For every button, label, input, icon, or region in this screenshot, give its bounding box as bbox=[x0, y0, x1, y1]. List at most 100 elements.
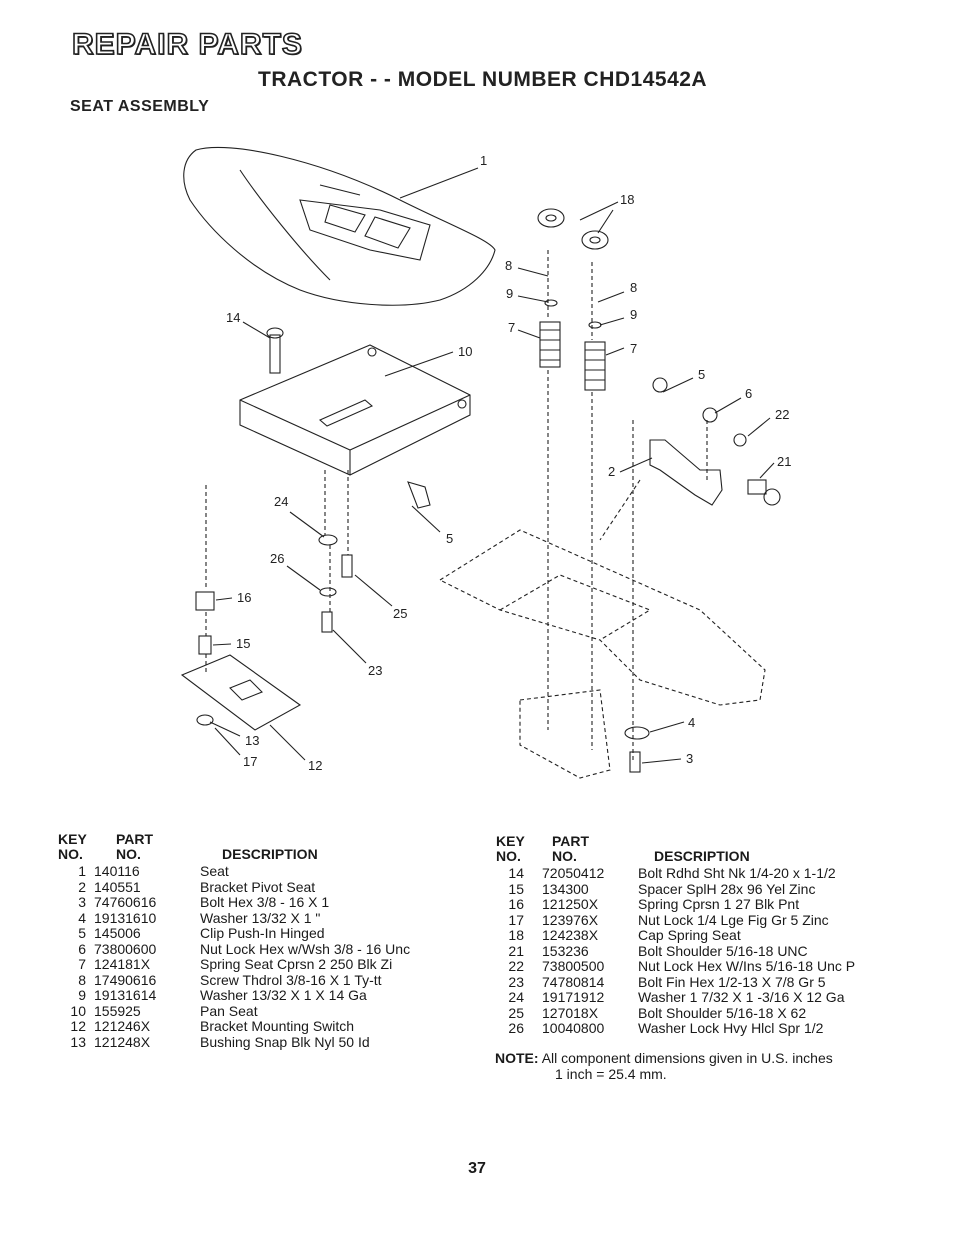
key-number: 26 bbox=[508, 1020, 524, 1036]
key-number: 7 bbox=[78, 956, 86, 972]
callout-5: 5 bbox=[698, 367, 705, 382]
callout-9: 9 bbox=[506, 286, 513, 301]
key-number: 3 bbox=[78, 894, 86, 910]
callout-3: 3 bbox=[686, 751, 693, 766]
part-number: 124238X bbox=[542, 927, 599, 943]
callout-24: 24 bbox=[274, 494, 288, 509]
callout-16: 16 bbox=[237, 590, 251, 605]
callout-14: 14 bbox=[226, 310, 240, 325]
model-subtitle: TRACTOR - - MODEL NUMBER CHD14542A bbox=[258, 68, 708, 91]
key-number: 13 bbox=[70, 1033, 86, 1050]
part-number: 123976X bbox=[542, 911, 599, 928]
callout-7: 7 bbox=[630, 341, 637, 356]
part-number: 19131610 bbox=[94, 909, 157, 926]
key-number: 14 bbox=[508, 865, 524, 881]
key-number: 15 bbox=[508, 880, 524, 897]
header-part-no: NO. bbox=[552, 848, 577, 864]
key-number: 5 bbox=[78, 925, 86, 941]
callout-4: 4 bbox=[688, 715, 695, 730]
table-row: 24 19171912 Washer 1 7/32 X 1 -3/16 X 12 G… bbox=[496, 989, 916, 1006]
note-line-2: 1 inch = 25.4 mm. bbox=[555, 1066, 667, 1082]
callout-8: 8 bbox=[630, 280, 637, 295]
callout-7: 7 bbox=[508, 320, 515, 335]
part-description: Bolt Fin Hex 1/2-13 X 7/8 Gr 5 bbox=[638, 973, 826, 990]
switch-bracket-drawing bbox=[180, 327, 431, 731]
part-number: 140116 bbox=[94, 863, 140, 879]
header-description: DESCRIPTION bbox=[654, 848, 750, 864]
header-key: KEY bbox=[58, 831, 87, 847]
part-number: 10040800 bbox=[542, 1020, 605, 1036]
part-description: Nut Lock Hex w/Wsh 3/8 - 16 Unc bbox=[200, 940, 411, 957]
seat-drawing bbox=[183, 146, 496, 306]
part-description: Bracket Mounting Switch bbox=[200, 1018, 355, 1034]
callout-13: 13 bbox=[245, 733, 259, 748]
part-description: Pan Seat bbox=[200, 1002, 258, 1019]
part-number: 73800500 bbox=[542, 958, 605, 974]
part-number: 153236 bbox=[542, 942, 589, 959]
part-number: 134300 bbox=[542, 880, 589, 897]
table-row: 25 127018X Bolt Shoulder 5/16-18 X 62 bbox=[496, 1004, 916, 1022]
part-number: 145006 bbox=[94, 925, 141, 941]
part-number: 140551 bbox=[94, 878, 141, 895]
callout-25: 25 bbox=[393, 606, 407, 621]
header-part: PART bbox=[552, 833, 590, 849]
section-heading: SEAT ASSEMBLY bbox=[70, 98, 210, 115]
leader-lines bbox=[209, 167, 775, 764]
callout-26: 26 bbox=[270, 551, 284, 566]
part-number: 74780814 bbox=[542, 973, 605, 990]
part-description: Spacer SplH 28x 96 Yel Zinc bbox=[638, 880, 816, 897]
part-description: Washer 1 7/32 X 1 -3/16 X 12 Ga bbox=[638, 989, 845, 1005]
callout-numbers: 1 18 8 9 7 8 9 7 14 10 5 6 22 2 21 24 5 … bbox=[226, 153, 791, 773]
header-key: KEY bbox=[496, 833, 525, 849]
callout-12: 12 bbox=[308, 758, 322, 773]
seat-pan-drawing bbox=[239, 344, 471, 476]
key-number: 22 bbox=[508, 958, 524, 974]
key-number: 6 bbox=[78, 940, 86, 957]
part-number: 19131614 bbox=[94, 987, 157, 1003]
part-description: Screw Thdrol 3/8-16 X 1 Ty-tt bbox=[200, 971, 382, 988]
callout-22: 22 bbox=[775, 407, 789, 422]
key-number: 1 bbox=[78, 863, 86, 879]
part-description: Spring Cprsn 1 27 Blk Pnt bbox=[638, 896, 800, 912]
part-description: Washer Lock Hvy Hlcl Spr 1/2 bbox=[638, 1020, 824, 1036]
key-number: 24 bbox=[508, 989, 524, 1005]
callout-18: 18 bbox=[620, 192, 634, 207]
part-number: 19171912 bbox=[542, 989, 605, 1005]
part-description: Washer 13/32 X 1 " bbox=[200, 909, 321, 926]
part-number: 127018X bbox=[542, 1004, 599, 1021]
table-header: KEY NO. PART NO. DESCRIPTION bbox=[496, 834, 916, 864]
exploded-parts-diagram: 1 18 8 9 7 8 9 7 14 10 5 6 22 2 21 24 5 … bbox=[180, 146, 791, 779]
part-number: 124181X bbox=[94, 956, 151, 972]
table-row: 7 124181X Spring Seat Cprsn 2 250 Blk Zi bbox=[58, 956, 478, 973]
header-part-no: NO. bbox=[116, 846, 141, 862]
part-description: Spring Seat Cprsn 2 250 Blk Zi bbox=[200, 956, 393, 972]
key-number: 25 bbox=[508, 1004, 524, 1021]
callout-2: 2 bbox=[608, 464, 615, 479]
part-description: Bolt Rdhd Sht Nk 1/4-20 x 1-1/2 bbox=[638, 865, 836, 881]
key-number: 10 bbox=[70, 1002, 86, 1019]
key-number: 18 bbox=[508, 927, 524, 943]
header-description: DESCRIPTION bbox=[222, 846, 318, 862]
header-part: PART bbox=[116, 831, 154, 847]
part-description: Seat bbox=[200, 863, 229, 879]
dimension-note: NOTE: All component dimensions given in … bbox=[495, 1050, 833, 1082]
header-no: NO. bbox=[496, 848, 521, 864]
callout-23: 23 bbox=[368, 663, 382, 678]
part-description: Washer 13/32 X 1 X 14 Ga bbox=[200, 987, 367, 1003]
bracket-pivot-drawing bbox=[649, 377, 781, 506]
part-description: Bolt Shoulder 5/16-18 X 62 bbox=[638, 1004, 807, 1021]
frame-outline bbox=[205, 250, 766, 779]
key-number: 23 bbox=[508, 973, 524, 990]
